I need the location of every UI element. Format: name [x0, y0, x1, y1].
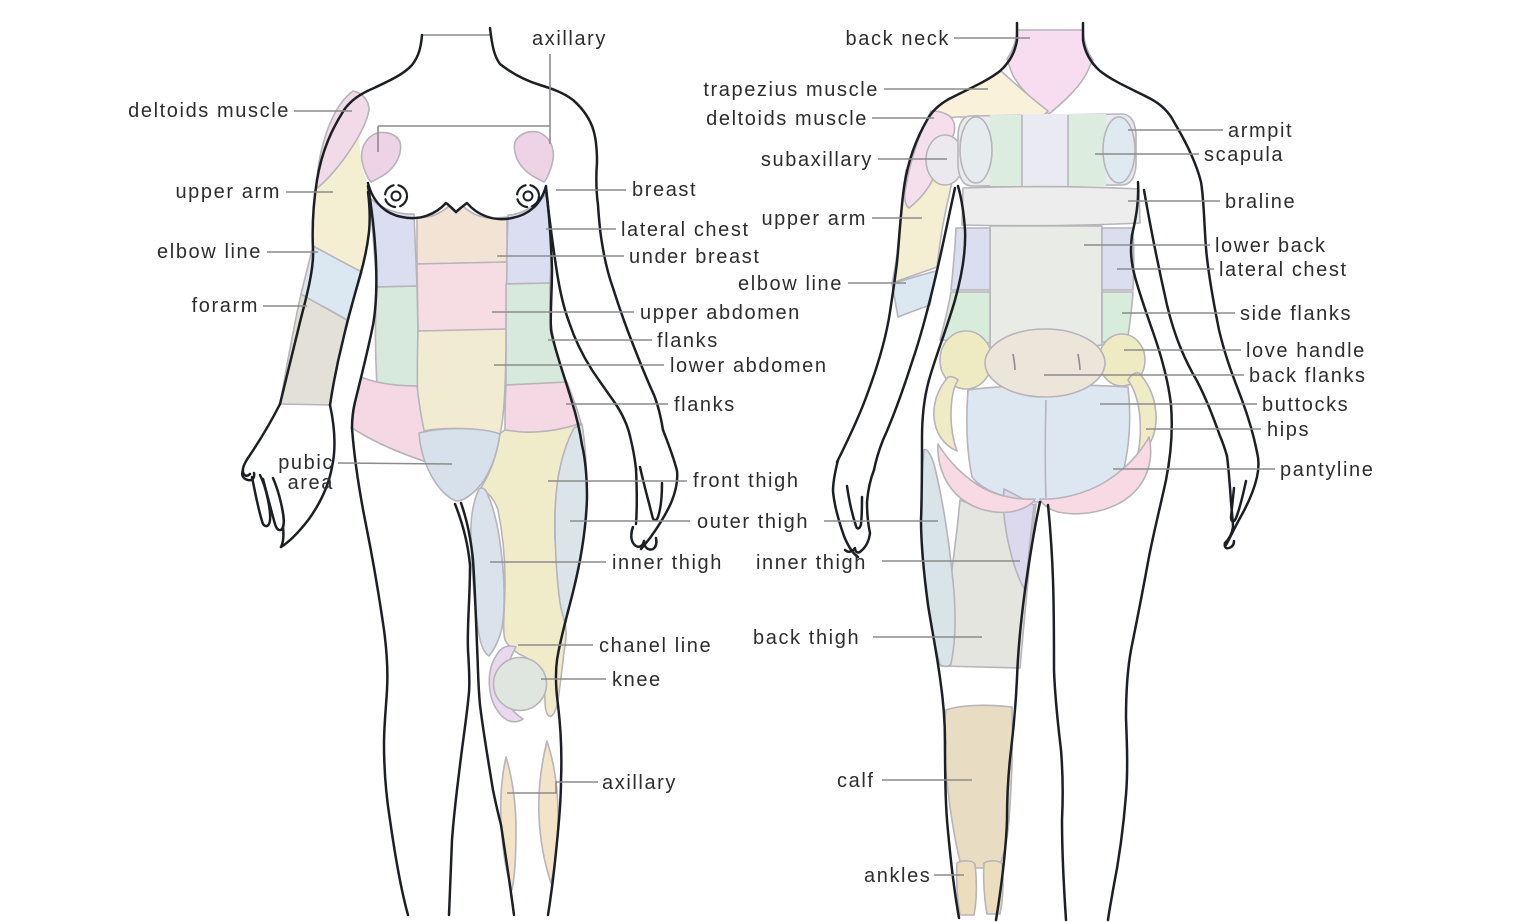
svg-text:subaxillary: subaxillary: [761, 149, 873, 171]
svg-text:forarm: forarm: [192, 295, 259, 317]
svg-text:upper arm: upper arm: [761, 208, 867, 230]
svg-text:upper arm: upper arm: [175, 181, 281, 203]
svg-text:back flanks: back flanks: [1249, 365, 1367, 387]
svg-text:elbow line: elbow line: [157, 241, 262, 263]
svg-text:pubic: pubic: [278, 452, 334, 474]
svg-text:lateral chest: lateral chest: [1219, 259, 1348, 281]
svg-text:flanks: flanks: [657, 330, 719, 352]
svg-text:back neck: back neck: [846, 28, 950, 50]
svg-text:deltoids muscle: deltoids muscle: [128, 100, 290, 122]
svg-text:side flanks: side flanks: [1240, 303, 1352, 325]
svg-text:braline: braline: [1225, 191, 1296, 213]
svg-text:trapezius muscle: trapezius muscle: [703, 79, 879, 101]
svg-text:ankles: ankles: [864, 865, 931, 887]
svg-text:breast: breast: [632, 179, 697, 201]
svg-text:elbow line: elbow line: [738, 273, 843, 295]
svg-text:flanks: flanks: [674, 394, 736, 416]
svg-text:axillary: axillary: [532, 28, 607, 50]
svg-text:back thigh: back thigh: [753, 627, 860, 649]
svg-text:lateral chest: lateral chest: [621, 219, 750, 241]
svg-text:buttocks: buttocks: [1262, 394, 1349, 416]
svg-text:pantyline: pantyline: [1280, 459, 1374, 481]
svg-text:scapula: scapula: [1204, 144, 1284, 166]
svg-text:love handle: love handle: [1246, 340, 1366, 362]
svg-text:lower back: lower back: [1215, 235, 1327, 257]
svg-text:knee: knee: [612, 669, 662, 691]
svg-text:area: area: [288, 472, 334, 494]
svg-text:front thigh: front thigh: [693, 470, 800, 492]
svg-text:under breast: under breast: [629, 246, 761, 268]
svg-text:chanel line: chanel line: [599, 635, 712, 657]
svg-text:axillary: axillary: [602, 772, 677, 794]
svg-text:lower abdomen: lower abdomen: [670, 355, 828, 377]
svg-text:hips: hips: [1267, 419, 1310, 441]
svg-text:deltoids muscle: deltoids muscle: [706, 108, 868, 130]
svg-text:inner thigh: inner thigh: [756, 552, 867, 574]
svg-text:armpit: armpit: [1228, 120, 1293, 142]
svg-text:upper abdomen: upper abdomen: [640, 302, 801, 324]
svg-text:outer thigh: outer thigh: [697, 511, 809, 533]
svg-text:calf: calf: [837, 770, 875, 792]
svg-text:inner thigh: inner thigh: [612, 552, 723, 574]
